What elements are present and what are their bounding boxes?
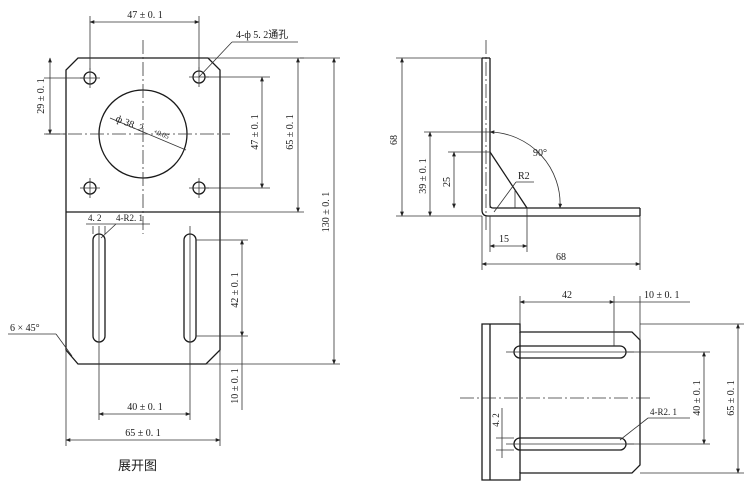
- top-view: 42 10 ± 0. 1 40 ± 0. 1 65 ± 0. 1 4. 2 4-…: [460, 290, 744, 481]
- side-dim-25: 25: [442, 177, 453, 187]
- slot-radius-flat: 4-R2. 1: [116, 213, 143, 223]
- top-dim-10: 10 ± 0. 1: [644, 290, 680, 301]
- top-slot-width: 4. 2: [491, 413, 501, 427]
- flat-slots: [92, 226, 197, 350]
- dim-65-vertical: 65 ± 0. 1: [285, 114, 296, 150]
- side-view: 68 39 ± 0. 1 25 90° R2 15 68: [389, 40, 641, 270]
- side-dim-39: 39 ± 0. 1: [418, 158, 429, 194]
- dim-130: 130 ± 0. 1: [321, 192, 332, 233]
- dim-top-width: 47 ± 0. 1: [127, 10, 163, 21]
- top-dim-65: 65 ± 0. 1: [726, 380, 737, 416]
- side-dim-68-vertical: 68: [389, 135, 400, 145]
- dim-bore-tol: +0.05: [152, 127, 170, 141]
- side-dim-15: 15: [499, 234, 509, 245]
- dim-10-vertical: 10 ± 0. 1: [230, 368, 241, 404]
- side-radius: R2: [518, 171, 530, 182]
- dim-bore: ф 38. 2: [114, 114, 145, 135]
- slot-width-flat: 4. 2: [88, 213, 102, 223]
- dim-40-horizontal: 40 ± 0. 1: [127, 402, 163, 413]
- dim-42-vertical: 42 ± 0. 1: [230, 272, 241, 308]
- flat-pattern-view: 47 ± 0. 1 4-ф 5. 2通孔 29 ± 0. 1 ф 38. 2 +…: [8, 10, 340, 474]
- dim-65-horizontal: 65 ± 0. 1: [125, 428, 161, 439]
- top-dim-40: 40 ± 0. 1: [692, 380, 703, 416]
- chamfer-note: 6 × 45°: [10, 323, 40, 334]
- flat-pattern-caption: 展开图: [118, 459, 157, 474]
- side-angle: 90°: [533, 148, 547, 159]
- top-slot-radius: 4-R2. 1: [650, 407, 677, 417]
- dim-left-29: 29 ± 0. 1: [36, 78, 47, 114]
- side-dim-68-horizontal: 68: [556, 252, 566, 263]
- dim-47-vertical: 47 ± 0. 1: [250, 114, 261, 150]
- holes-note: 4-ф 5. 2通孔: [236, 29, 288, 41]
- top-dim-42: 42: [562, 290, 572, 301]
